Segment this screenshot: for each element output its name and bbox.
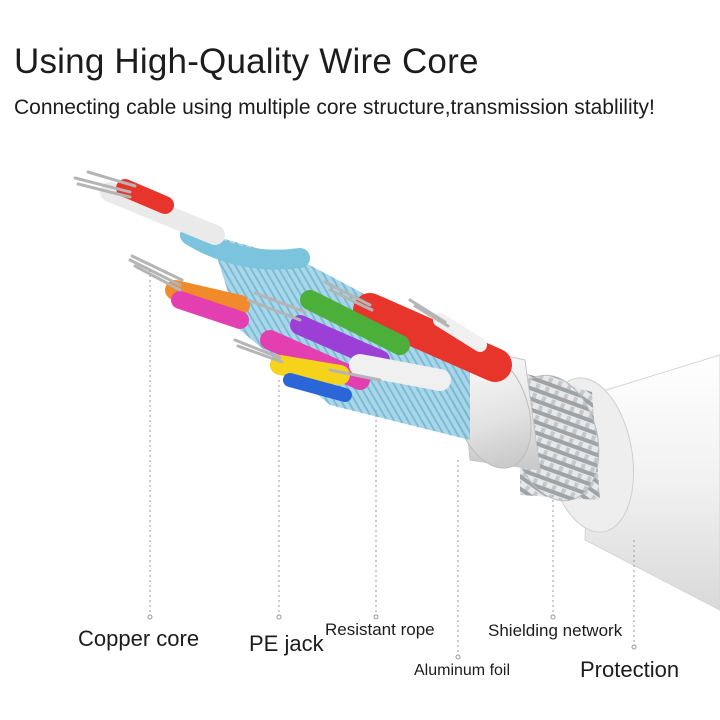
copper-strands [73,170,450,382]
label-aluminum-foil: Aluminum foil [414,662,511,679]
label-resistant-rope: Resistant rope [325,620,435,639]
leader-dots [147,614,637,660]
page-subtitle: Connecting cable using multiple core str… [14,96,655,119]
leader-lines [149,270,635,655]
label-protection: Protection [580,657,680,682]
label-pe-jack: PE jack [249,631,324,656]
label-shielding-network: Shielding network [488,621,623,640]
page-title: Using High-Quality Wire Core [14,42,479,81]
label-copper-core: Copper core [78,626,200,651]
